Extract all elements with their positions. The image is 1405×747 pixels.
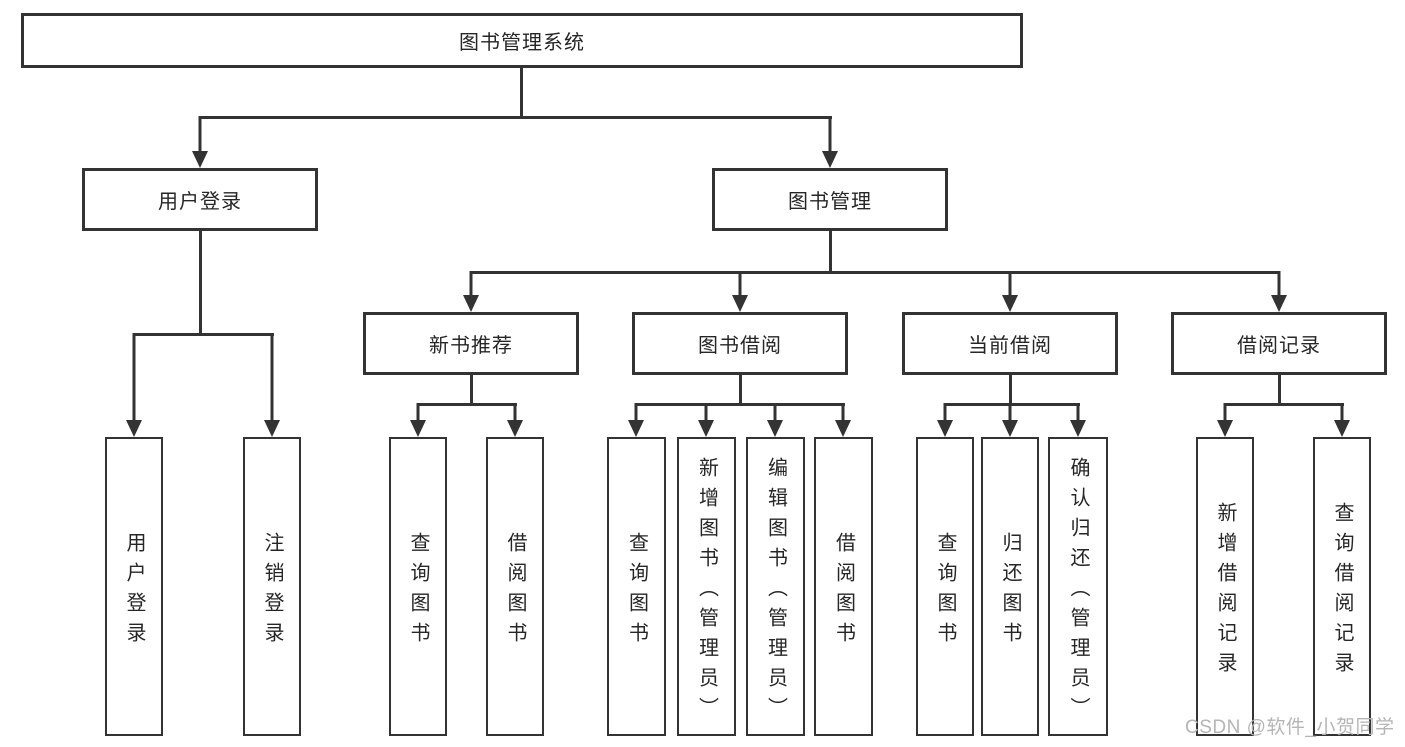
arrow-to-leaf-query-recommend: [409, 403, 427, 437]
connector-split-level2: [199, 116, 832, 119]
leaf-label: 注销登录: [261, 531, 283, 652]
leaf-borrow-books-borrowing: 借阅图书: [814, 437, 873, 736]
leaf-confirm-return-admin: 确认归还（管理员）: [1048, 437, 1108, 736]
leaf-query-borrow-record: 查询借阅记录: [1313, 437, 1371, 736]
arrow-to-recommendation: [462, 271, 480, 312]
node-book-management: 图书管理: [712, 168, 948, 231]
connector-split-recommendation: [417, 403, 517, 406]
leaf-borrow-books-recommend: 借阅图书: [486, 437, 544, 736]
leaf-return-books: 归还图书: [981, 437, 1039, 736]
leaf-query-books-borrowing: 查询图书: [607, 437, 666, 736]
leaf-label: 编辑图书（管理员）: [764, 456, 787, 727]
leaf-label: 查询图书: [407, 531, 429, 652]
leaf-label: 借阅图书: [832, 531, 855, 652]
arrow-to-current: [1001, 271, 1019, 312]
node-book-borrowing: 图书借阅: [632, 312, 848, 375]
node-new-book-recommendation: 新书推荐: [363, 312, 579, 375]
connector-split-level3: [470, 271, 1280, 274]
connector-split-user-login: [133, 333, 274, 336]
arrow-to-leaf-add-books: [697, 403, 715, 437]
arrow-to-leaf-edit-books: [766, 403, 784, 437]
connector-stem-root: [520, 68, 523, 119]
arrow-to-user-login: [191, 116, 209, 168]
connector-stem-user-login: [199, 231, 202, 336]
connector-stem-book-management: [829, 231, 832, 274]
node-user-login: 用户登录: [82, 168, 318, 231]
leaf-query-books-recommend: 查询图书: [389, 437, 447, 736]
leaf-label: 借阅图书: [504, 531, 526, 652]
leaf-label: 归还图书: [999, 531, 1021, 652]
leaf-logout: 注销登录: [243, 437, 301, 736]
leaf-label: 查询借阅记录: [1331, 501, 1353, 682]
arrow-to-leaf-logout: [263, 333, 281, 437]
connector-stem-records: [1278, 375, 1281, 406]
arrow-to-leaf-query-record: [1333, 403, 1351, 437]
arrow-to-leaf-return-books: [1001, 403, 1019, 437]
connector-split-borrowing: [635, 403, 845, 406]
arrow-to-borrowing: [731, 271, 749, 312]
connector-split-records: [1224, 403, 1344, 406]
arrow-to-leaf-add-record: [1216, 403, 1234, 437]
arrow-to-records: [1270, 271, 1288, 312]
arrow-to-leaf-user-login: [125, 333, 143, 437]
arrow-to-leaf-borrow-recommend: [506, 403, 524, 437]
arrow-to-leaf-query-borrowing: [627, 403, 645, 437]
node-current-borrowing: 当前借阅: [902, 312, 1118, 375]
leaf-user-login: 用户登录: [105, 437, 163, 736]
arrow-to-leaf-query-current: [936, 403, 954, 437]
connector-stem-current: [1009, 375, 1012, 406]
node-borrowing-records: 借阅记录: [1171, 312, 1387, 375]
leaf-label: 新增借阅记录: [1214, 501, 1236, 682]
csdn-watermark: CSDN @软件_小贺同学: [1185, 717, 1395, 738]
leaf-label: 新增图书（管理员）: [695, 456, 718, 727]
leaf-label: 用户登录: [123, 531, 145, 652]
leaf-edit-books-admin: 编辑图书（管理员）: [746, 437, 805, 736]
arrow-to-leaf-borrow-borrowing: [834, 403, 852, 437]
leaf-label: 查询图书: [625, 531, 648, 652]
connector-stem-recommendation: [470, 375, 473, 406]
leaf-label: 确认归还（管理员）: [1067, 456, 1089, 727]
leaf-label: 查询图书: [934, 531, 956, 652]
arrow-to-book-management: [821, 116, 839, 168]
connector-stem-borrowing: [739, 375, 742, 406]
arrow-to-leaf-confirm-return: [1069, 403, 1087, 437]
node-library-management-system: 图书管理系统: [21, 13, 1023, 68]
leaf-add-books-admin: 新增图书（管理员）: [677, 437, 736, 736]
leaf-add-borrow-record: 新增借阅记录: [1196, 437, 1254, 736]
leaf-query-books-current: 查询图书: [916, 437, 974, 736]
